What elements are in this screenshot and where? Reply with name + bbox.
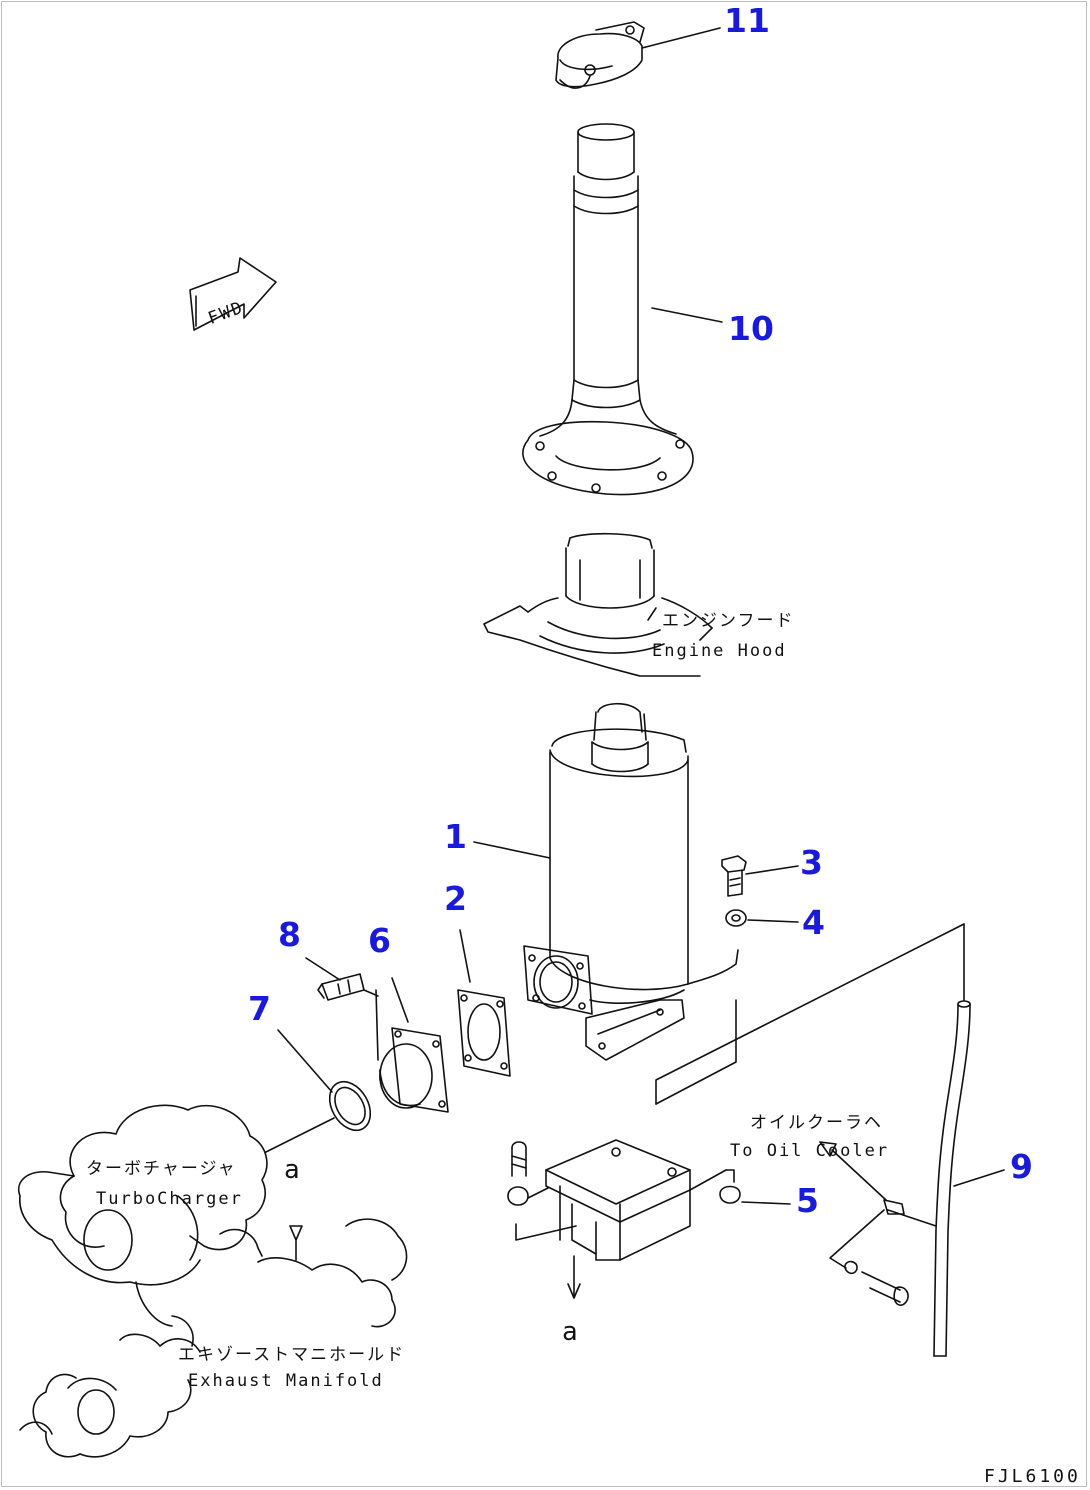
callout-1: 1 <box>444 817 467 856</box>
muffler-part-1 <box>523 702 739 1061</box>
exhaust-manifold-outline <box>19 1218 408 1458</box>
leader-a-turbo <box>265 1117 335 1153</box>
callout-10: 10 <box>728 309 774 348</box>
engine-hood-label-jp: エンジンフード <box>662 611 795 631</box>
ref-a-bracket: a <box>562 1317 578 1347</box>
bracket-part-5 <box>507 1139 741 1299</box>
callout-11: 11 <box>724 1 770 40</box>
leader-6 <box>391 977 409 1023</box>
turbocharger-label-jp: ターボチャージャ <box>86 1159 237 1179</box>
callout-4: 4 <box>802 903 825 942</box>
leader-9 <box>953 1169 1005 1187</box>
leader-engine-hood <box>647 607 657 621</box>
callout-2: 2 <box>444 879 467 918</box>
bolt-part-3 <box>721 855 747 897</box>
ref-a-turbo: a <box>284 1155 300 1185</box>
callout-5: 5 <box>796 1181 819 1220</box>
oil-cooler-label-en: To Oil Cooler <box>730 1141 889 1161</box>
leader-4 <box>747 919 799 923</box>
leader-10 <box>651 307 723 323</box>
engine-hood-opening <box>483 532 713 677</box>
leader-3 <box>745 865 799 875</box>
fwd-arrow-sign: FWD <box>189 257 277 331</box>
pipe-part-9 <box>655 923 971 1357</box>
exhaust-stack-part-10 <box>522 123 694 496</box>
figure-code: FJL6100 <box>984 1466 1081 1487</box>
gasket-part-2 <box>457 989 511 1077</box>
bolt-part-8 <box>317 973 379 1061</box>
callout-6: 6 <box>368 921 391 960</box>
manifold-label-jp: エキゾーストマニホールド <box>178 1345 405 1365</box>
oil-cooler-label-jp: オイルクーラヘ <box>750 1113 883 1133</box>
engine-hood-label-en: Engine Hood <box>652 641 787 661</box>
leader-5 <box>741 1201 791 1205</box>
leader-11 <box>641 27 721 49</box>
leader-2 <box>459 929 471 983</box>
washer-part-4 <box>725 909 747 927</box>
callout-9: 9 <box>1010 1147 1033 1186</box>
flange-part-6 <box>379 1027 449 1113</box>
callout-8: 8 <box>278 915 301 954</box>
manifold-label-en: Exhaust Manifold <box>188 1371 384 1391</box>
clamp-part-11 <box>555 21 645 89</box>
fwd-label: FWD <box>205 298 246 329</box>
turbocharger-outline <box>17 1104 268 1327</box>
leader-1 <box>473 841 551 859</box>
clamp-ring-part-7 <box>328 1080 372 1132</box>
leader-8 <box>305 957 341 981</box>
leader-7 <box>277 1029 333 1093</box>
callout-7: 7 <box>248 989 271 1028</box>
turbocharger-label-en: TurboCharger <box>96 1189 243 1209</box>
callout-3: 3 <box>800 843 823 882</box>
